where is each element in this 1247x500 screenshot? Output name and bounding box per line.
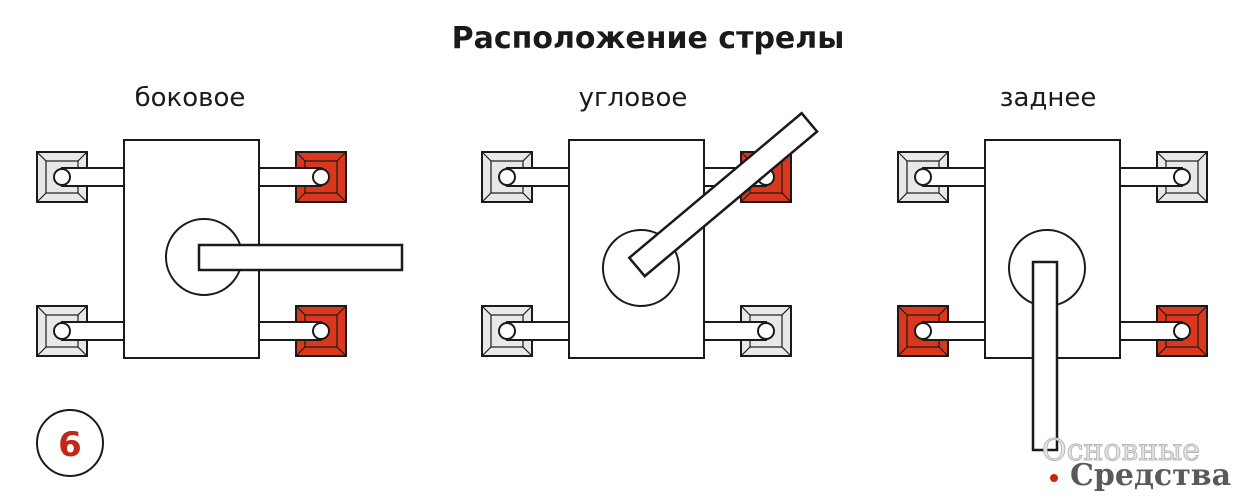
outrigger-beam [1119, 321, 1183, 341]
outrigger-beam [922, 321, 986, 341]
outrigger-beam [61, 167, 125, 187]
outrigger-beam [703, 321, 767, 341]
outrigger-pin [1173, 168, 1191, 186]
variant-label-side: боковое [135, 83, 246, 113]
outrigger-pin [914, 168, 932, 186]
boom [627, 111, 819, 278]
watermark-logo: Основные Средства [1042, 433, 1232, 494]
outrigger-beam [506, 167, 570, 187]
boom [197, 243, 404, 272]
outrigger-beam [258, 321, 322, 341]
outrigger-pin [53, 322, 71, 340]
crane-diagram-corner-boom [481, 111, 819, 359]
outrigger-pin [53, 168, 71, 186]
watermark-line1: Основные [1042, 433, 1200, 468]
boom [1031, 260, 1059, 452]
figure-number-badge: 6 [36, 409, 104, 477]
watermark-line2: Средства [1070, 458, 1231, 493]
outrigger-pad-rear-right [295, 305, 347, 357]
variant-label-rear: заднее [1000, 83, 1097, 113]
outrigger-pin [1173, 322, 1191, 340]
variant-label-corner: угловое [579, 83, 688, 113]
outrigger-pin [914, 322, 932, 340]
crane-diagram-side-boom [36, 139, 404, 359]
outrigger-pin [498, 322, 516, 340]
outrigger-beam [258, 167, 322, 187]
outrigger-beam [1119, 167, 1183, 187]
diagram-title: Расположение стрелы [452, 21, 845, 56]
crane-diagram-rear-boom [897, 139, 1208, 452]
outrigger-pin [498, 168, 516, 186]
outrigger-beam [61, 321, 125, 341]
figure-number: 6 [58, 425, 82, 465]
watermark-dot [1050, 474, 1058, 482]
outrigger-beam [506, 321, 570, 341]
outrigger-pin [312, 322, 330, 340]
outrigger-beam [922, 167, 986, 187]
outrigger-pin [757, 322, 775, 340]
outrigger-pin [312, 168, 330, 186]
